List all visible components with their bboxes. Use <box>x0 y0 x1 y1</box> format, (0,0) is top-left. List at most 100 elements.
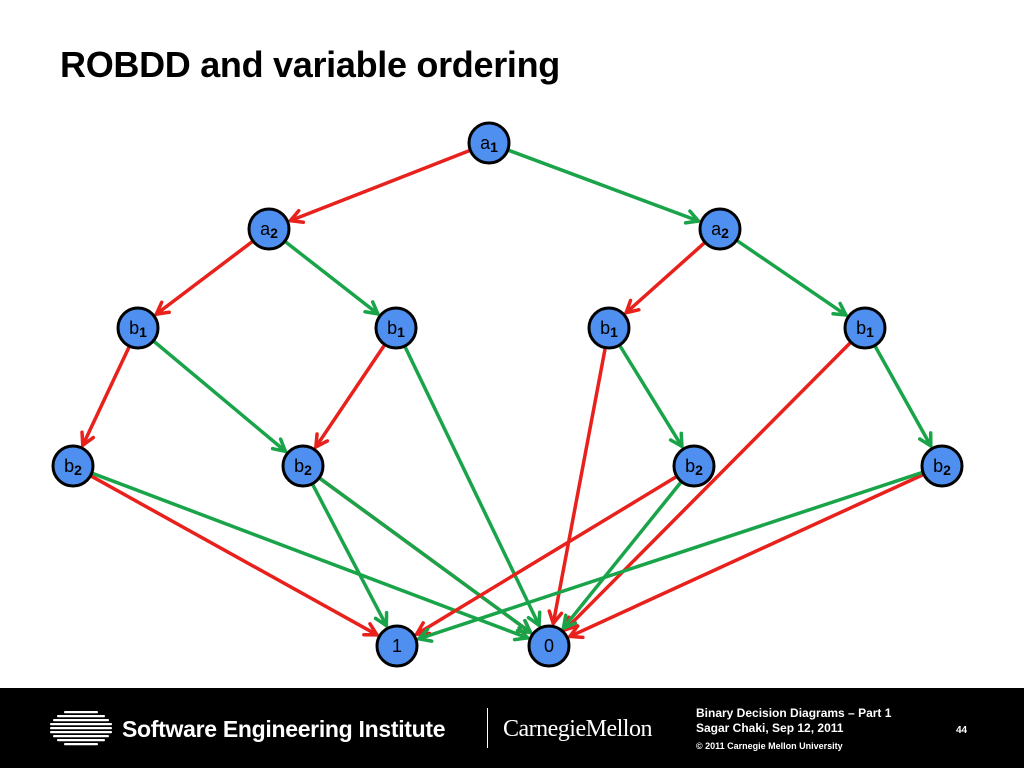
node-t0: 0 <box>527 624 571 668</box>
node-label: b2 <box>294 456 312 478</box>
edge-arrowhead <box>624 298 641 315</box>
node-label: b2 <box>64 456 82 478</box>
edge-arrowhead <box>918 431 933 448</box>
node-circle <box>672 444 716 488</box>
node-label: b2 <box>685 456 703 478</box>
edge-low-a2L-to-b1_1 <box>154 239 254 316</box>
footer: Software Engineering Institute CarnegieM… <box>0 688 1024 768</box>
node-variable: b <box>856 318 866 338</box>
node-circle <box>467 121 511 165</box>
edge-arrowhead <box>80 430 96 447</box>
edge-arrowhead <box>270 437 288 453</box>
edge-arrowhead <box>314 432 330 449</box>
node-label: b2 <box>933 456 951 478</box>
deck-title: Binary Decision Diagrams – Part 1 <box>696 706 892 720</box>
node-subscript: 2 <box>270 225 278 241</box>
node-variable: 1 <box>392 636 402 656</box>
node-subscript: 2 <box>721 225 729 241</box>
node-subscript: 1 <box>397 324 405 340</box>
edge-arrowhead <box>568 624 585 640</box>
page-number: 44 <box>956 725 968 736</box>
node-circle <box>51 444 95 488</box>
edge-arrowhead <box>515 618 533 635</box>
node-b2_3: b2 <box>672 444 716 488</box>
footer-divider <box>487 708 488 748</box>
node-label: b1 <box>129 318 147 340</box>
node-circle <box>527 624 571 668</box>
node-variable: a <box>480 133 491 153</box>
node-b1_4: b1 <box>843 306 887 350</box>
node-variable: b <box>685 456 695 476</box>
node-subscript: 2 <box>943 462 951 478</box>
node-label: b1 <box>600 318 618 340</box>
edge-arrowhead <box>561 613 578 630</box>
node-subscript: 2 <box>304 462 312 478</box>
node-subscript: 2 <box>74 462 82 478</box>
edge-low-a2R-to-b1_3 <box>624 241 707 315</box>
node-circle <box>843 306 887 350</box>
node-b1_2: b1 <box>374 306 418 350</box>
edge-low-b1_1-to-b2_1 <box>80 345 131 447</box>
node-variable: b <box>600 318 610 338</box>
node-subscript: 2 <box>695 462 703 478</box>
edge-arrowhead <box>683 209 701 225</box>
node-label: 0 <box>544 636 554 656</box>
node-circle <box>281 444 325 488</box>
node-circle <box>587 306 631 350</box>
node-subscript: 1 <box>866 324 874 340</box>
edge-arrowhead <box>362 622 379 637</box>
node-variable: b <box>387 318 397 338</box>
author-date: Sagar Chaki, Sep 12, 2011 <box>696 721 844 735</box>
node-subscript: 1 <box>139 324 147 340</box>
sei-wordmark: Software Engineering Institute <box>122 716 446 742</box>
edge-arrowhead <box>288 208 306 225</box>
edge-high-a2R-to-b1_4 <box>735 239 848 317</box>
edge-low-b1_2-to-b2_2 <box>314 343 387 449</box>
cmu-wordmark: CarnegieMellon <box>503 716 652 742</box>
edge-high-b2_2-to-t0 <box>318 476 533 635</box>
edge-low-a1-to-a2L <box>288 148 472 225</box>
node-b2_1: b2 <box>51 444 95 488</box>
edge-high-b2_1-to-t0 <box>90 471 530 642</box>
node-a2R: a2 <box>698 207 742 251</box>
node-variable: b <box>129 318 139 338</box>
node-b2_4: b2 <box>920 444 964 488</box>
edge-high-b1_1-to-b2_2 <box>152 339 288 453</box>
copyright: © 2011 Carnegie Mellon University <box>696 741 843 751</box>
node-a2L: a2 <box>247 207 291 251</box>
edge-arrowhead <box>373 610 389 628</box>
node-circle <box>247 207 291 251</box>
edge-low-b1_3-to-t0 <box>547 346 607 626</box>
edge-high-a2L-to-b1_2 <box>283 240 380 316</box>
node-b2_2: b2 <box>281 444 325 488</box>
node-circle <box>698 207 742 251</box>
node-circle <box>116 306 160 350</box>
edge-low-b1_4-to-t0 <box>563 341 852 632</box>
edge-arrowhead <box>417 627 434 643</box>
deck-info: Binary Decision Diagrams – Part 1 Sagar … <box>696 706 891 736</box>
node-label: 1 <box>392 636 402 656</box>
edge-high-b2_2-to-t1 <box>310 482 389 628</box>
edge-high-a1-to-a2R <box>506 148 701 225</box>
node-variable: b <box>64 456 74 476</box>
edge-arrowhead <box>526 610 542 628</box>
edge-low-b2_4-to-t0 <box>568 472 925 640</box>
edge-arrowhead <box>831 301 848 317</box>
node-label: a2 <box>260 219 278 241</box>
edge-high-b1_3-to-b2_3 <box>618 344 684 449</box>
node-label: b1 <box>387 318 405 340</box>
node-label: a2 <box>711 219 729 241</box>
node-variable: 0 <box>544 636 554 656</box>
node-circle <box>375 624 419 668</box>
node-subscript: 1 <box>490 139 498 155</box>
node-variable: a <box>711 219 722 239</box>
edge-arrowhead <box>668 431 684 449</box>
edge-low-b2_1-to-t1 <box>89 474 379 637</box>
edge-high-b2_4-to-t1 <box>417 470 924 643</box>
node-circle <box>374 306 418 350</box>
edge-arrowhead <box>363 300 380 316</box>
node-a1: a1 <box>467 121 511 165</box>
slide-title: ROBDD and variable ordering <box>60 44 560 85</box>
